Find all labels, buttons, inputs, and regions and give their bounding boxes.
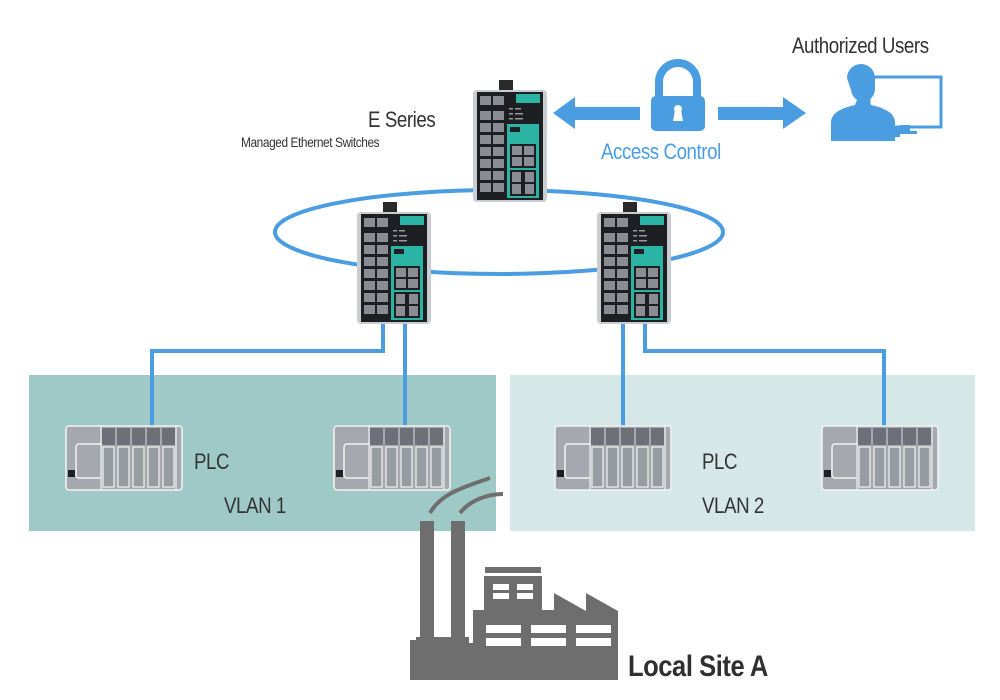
vlan-links [150, 310, 886, 428]
switch-right [597, 202, 671, 324]
vlan-1-plc-label: PLC [194, 449, 230, 474]
switch-left [357, 202, 431, 324]
switch-group-title: E Series [368, 107, 436, 132]
site-label: Local Site A [628, 650, 768, 683]
vlan-2-plc-label: PLC [702, 449, 738, 474]
plc-vlan1-a [65, 425, 183, 491]
arrow-right-icon [718, 97, 806, 129]
plc-vlan2-a [554, 425, 672, 491]
switch-group-subtitle: Managed Ethernet Switches [241, 134, 380, 150]
vlan-1-label: VLAN 1 [224, 493, 286, 518]
factory-icon [410, 476, 618, 680]
vlan-2-label: VLAN 2 [702, 493, 764, 518]
authorized-users-label: Authorized Users [792, 33, 929, 58]
access-control-label: Access Control [601, 139, 721, 164]
link-vlan1-plc-a [150, 310, 385, 428]
switch-top [473, 80, 547, 202]
plc-vlan2-b [821, 425, 939, 491]
lock-icon [651, 59, 705, 131]
plc-vlan1-b [333, 425, 451, 491]
link-vlan2-plc-b [643, 310, 886, 428]
user-workstation-icon [831, 64, 943, 141]
arrow-left-icon [553, 97, 640, 129]
